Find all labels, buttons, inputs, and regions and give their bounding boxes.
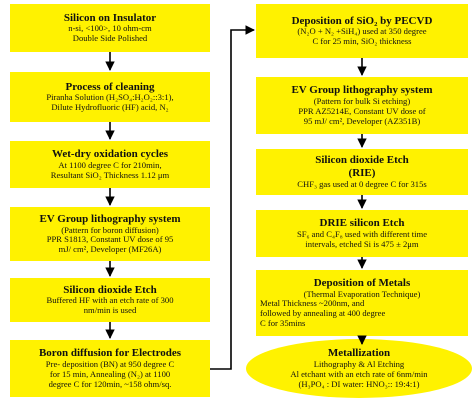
step-drie-silicon-etch: DRIE silicon Etch SF₆ and C₄F₈ used with… [256,210,468,257]
step-line: Al etchant with an etch rate of 6nm/min [290,368,428,379]
step-metallization: Metallization Lithography & Al Etching A… [246,339,472,398]
step-title: Boron diffusion for Electrodes [38,347,182,360]
step-line: C for 35mins [260,318,306,329]
step-line: At 1100 degree C for 210min, [58,159,162,170]
step-line: PPR AZ5214E, Constant UV dose of [298,105,426,116]
step-line: Pre- deposition (BN) at 950 degree C [45,359,175,369]
step-deposition-of-metals: Deposition of Metals (Thermal Evaporatio… [256,270,468,336]
step-line: (N₂O + N₂ +SiH₄) used at 350 degree [297,26,427,37]
step-title: EV Group lithography system [39,212,181,225]
step-line: (Pattern for bulk Si etching) [313,96,411,106]
step-boron-diffusion: Boron diffusion for Electrodes Pre- depo… [10,340,210,397]
step-line: Piranha Solution (H₂SO₄:H₂O₂::3:1), [46,92,174,103]
step-line: n-si, <100>, 10 ohm-cm [68,23,152,34]
step-line: mJ/ cm², Developer (MF26A) [58,244,162,255]
step-line: 95 mJ/ cm², Developer (AZ351B) [303,115,421,126]
step-ev-group-lithography-boron: EV Group lithography system (Pattern for… [10,207,210,261]
step-title: Metallization [327,347,391,360]
step-line: nm/min is used [83,305,137,316]
step-ev-group-lithography-bulk: EV Group lithography system (Pattern for… [256,77,468,134]
step-wet-dry-oxidation: Wet-dry oxidation cycles At 1100 degree … [10,141,210,188]
step-line: Lithography & Al Etching [313,359,405,369]
step-line: C for 25 min, SiO₂ thickness [312,36,412,47]
step-title: Deposition of SiO₂ by PECVD [291,14,433,27]
step-line: SF₆ and C₄F₈ used with different time [296,228,428,239]
step-line: Metal Thickness ~200nm, and [260,298,365,309]
step-line: Dilute Hydrofluoric (HF) acid, N₂ [51,102,169,113]
step-silicon-dioxide-etch-rie: Silicon dioxide Etch (RIE) CHF₃ gas used… [256,149,468,195]
step-line: Buffered HF with an etch rate of 300 [46,295,174,306]
step-line: (Pattern for boron diffusion) [61,224,159,235]
step-title: DRIE silicon Etch [319,217,405,230]
step-line: PPR S1813, Constant UV dose of 95 [46,234,174,245]
step-process-of-cleaning: Process of cleaning Piranha Solution (H₂… [10,72,210,122]
step-title: Silicon on Insulator [63,11,157,24]
step-line: degree C for 120min, ~158 ohm/sq. [48,378,172,389]
step-title: Process of cleaning [65,80,155,93]
step-silicon-dioxide-etch: Silicon dioxide Etch Buffered HF with an… [10,278,210,322]
step-line: followed by annealing at 400 degree [260,308,386,319]
step-title: Deposition of Metals [313,276,411,289]
step-line: (Thermal Evaporation Technique) [303,288,421,299]
step-line: Resultant SiO₂ Thickness 1.12 μm [50,169,170,180]
step-title: Wet-dry oxidation cycles [51,148,169,161]
step-deposition-sio2-pecvd: Deposition of SiO₂ by PECVD (N₂O + N₂ +S… [256,4,468,58]
step-line: (H₃PO₄ : DI water: HNO₃:: 19:4:1) [298,378,420,389]
step-title: EV Group lithography system [291,84,433,97]
step-line: for 15 min, Annealing (N₂) at 1100 [49,368,171,379]
step-title: Silicon dioxide Etch [63,283,157,296]
step-subtitle: (RIE) [348,167,376,180]
step-line: Double Side Polished [72,33,148,44]
step-line: CHF₃ gas used at 0 degree C for 315s [297,178,427,189]
arrow-boron-to-pecvd [210,25,255,370]
step-title: Silicon dioxide Etch [315,154,409,167]
step-line: intervals, etched Si is 475 ± 2μm [305,238,419,249]
step-silicon-on-insulator: Silicon on Insulator n-si, <100>, 10 ohm… [10,4,210,52]
